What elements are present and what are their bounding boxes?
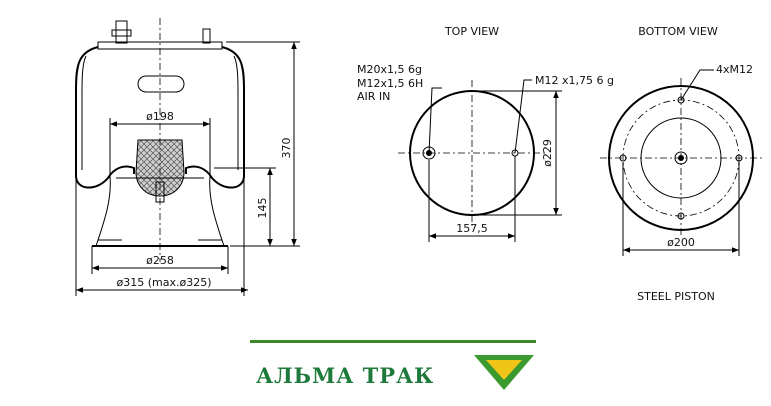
bottom-view: BOTTOM VIEW 4xM12 ø200 STEEL PISTON <box>600 25 762 303</box>
top-stud <box>202 28 211 44</box>
inner-oval <box>137 75 185 93</box>
dim-198-label: ø198 <box>146 110 174 123</box>
piston-walls <box>95 175 225 247</box>
m12-hole-left <box>619 154 627 162</box>
dim-145-label: 145 <box>256 198 269 219</box>
label-m12-thread: M12 x1,75 6 g <box>535 74 614 87</box>
logo-checkmark-inner <box>486 360 522 380</box>
leader-m12 <box>514 79 532 154</box>
side-view: ø198 ø258 ø315 (max.ø325) 370 145 <box>75 18 300 296</box>
top-view: TOP VIEW M20x1,5 6g M12x1,5 6H AIR IN M1… <box>357 25 614 242</box>
air-fitting <box>115 20 128 44</box>
dim-157-label: 157,5 <box>456 222 488 235</box>
dim-229-label: ø229 <box>541 139 554 167</box>
logo-text: АЛЬМА ТРАК <box>256 363 434 388</box>
label-air-in: AIR IN <box>357 90 390 103</box>
center-hole-inner <box>678 155 684 161</box>
steel-piston-caption: STEEL PISTON <box>637 290 715 303</box>
bellows-inner-right <box>233 55 239 170</box>
bottom-view-title: BOTTOM VIEW <box>638 25 718 38</box>
m12-hole-top <box>677 96 685 104</box>
label-m12x15: M12x1,5 6H <box>357 77 423 90</box>
leader-4xm12 <box>680 69 714 101</box>
m12-hole-right <box>735 154 743 162</box>
bellows-outline <box>75 46 245 189</box>
logo: АЛЬМА ТРАК <box>250 340 536 390</box>
dim-370-label: 370 <box>280 138 293 159</box>
logo-bar <box>250 340 536 343</box>
dim-200-label: ø200 <box>667 236 695 249</box>
dim-315-label: ø315 (max.ø325) <box>117 276 212 289</box>
leader-air-in <box>428 87 442 154</box>
bellows-inner-left <box>81 55 87 170</box>
top-view-title: TOP VIEW <box>444 25 499 38</box>
center-hole-outer <box>674 151 688 165</box>
dim-258-label: ø258 <box>146 254 174 267</box>
air-fitting-nut <box>111 29 132 37</box>
m12-hole-bottom <box>677 212 685 220</box>
label-m20: M20x1,5 6g <box>357 63 422 76</box>
label-4xm12: 4xM12 <box>716 63 753 76</box>
